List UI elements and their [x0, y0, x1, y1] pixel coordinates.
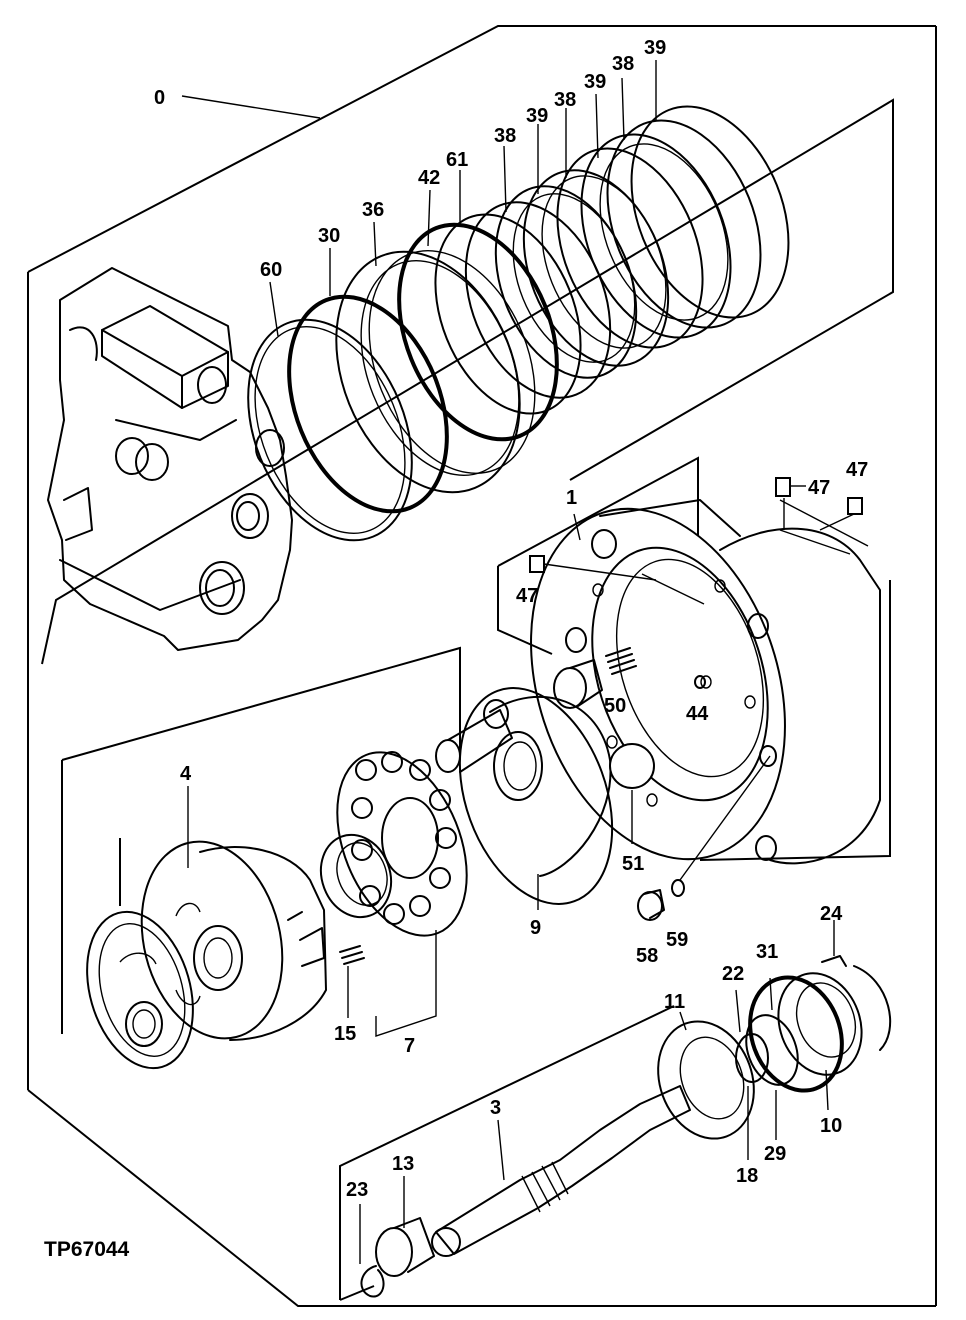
callout-3: 3 [490, 1097, 501, 1119]
callout-60: 60 [260, 259, 282, 281]
ring-61 [434, 213, 582, 415]
leader-58-59 [679, 755, 771, 881]
callout-36: 36 [362, 199, 384, 221]
plug-58 [637, 889, 665, 921]
o-ring-30 [287, 294, 449, 514]
spring-15 [339, 945, 365, 965]
callout-1: 1 [566, 487, 577, 509]
callout-42: 42 [418, 167, 440, 189]
spherical-bush [319, 833, 393, 919]
callout-38: 38 [494, 125, 516, 147]
shaft-3 [431, 1085, 691, 1257]
figure-id: TP67044 [44, 1238, 130, 1261]
leader-0 [181, 95, 321, 119]
callout-47: 47 [808, 477, 830, 499]
callout-29: 29 [764, 1143, 786, 1165]
seal-group [735, 955, 892, 1093]
disc-stack-frame [41, 98, 894, 665]
callout-9: 9 [530, 917, 541, 939]
o-ring-44 [694, 675, 706, 689]
callout-4: 4 [180, 763, 192, 785]
callout-47: 47 [516, 585, 538, 607]
bush-13 [375, 1217, 435, 1277]
piston-50 [553, 647, 637, 709]
callout-0: 0 [154, 87, 165, 109]
bearing-11 [657, 1020, 755, 1140]
callout-39: 39 [526, 105, 548, 127]
callout-labels: 0 39 38 39 38 39 38 61 42 36 30 60 1 47 … [154, 37, 868, 1201]
callout-61: 61 [446, 149, 468, 171]
callout-39: 39 [644, 37, 666, 59]
seal-leaders [497, 920, 835, 1181]
assembly-frame [27, 25, 937, 1307]
disc-plates [464, 105, 790, 399]
callout-38: 38 [612, 53, 634, 75]
cylinder-block-4 [140, 840, 327, 1041]
ring-60 [247, 318, 413, 542]
callout-31: 31 [756, 941, 778, 963]
o-ring-42 [397, 222, 559, 442]
housing [47, 267, 293, 651]
callout-23: 23 [346, 1179, 368, 1201]
shaft-frame [339, 1005, 675, 1301]
o-ring-59 [671, 879, 685, 897]
snap-ring-23 [360, 1265, 385, 1298]
callout-10: 10 [820, 1115, 842, 1137]
callout-51: 51 [622, 853, 644, 875]
callout-11: 11 [664, 991, 685, 1013]
callout-15: 15 [334, 1023, 356, 1045]
callout-58: 58 [636, 945, 658, 967]
callout-47: 47 [846, 459, 868, 481]
callout-44: 44 [686, 703, 709, 725]
callout-22: 22 [722, 963, 744, 985]
callout-59: 59 [666, 929, 688, 951]
motor-case-1 [530, 499, 881, 865]
callout-39: 39 [584, 71, 606, 93]
callout-13: 13 [392, 1153, 414, 1175]
callout-24: 24 [820, 903, 843, 925]
cylinder-frame [61, 646, 461, 1034]
ball-51 [609, 743, 655, 789]
lower-leaders [187, 513, 633, 1037]
callout-50: 50 [604, 695, 626, 717]
callout-18: 18 [736, 1165, 758, 1187]
plugs-47 [529, 477, 863, 581]
retainer-plate-7 [336, 751, 468, 937]
callout-38: 38 [554, 89, 576, 111]
callout-7: 7 [404, 1035, 415, 1057]
callout-30: 30 [318, 225, 340, 247]
ring-leaders [269, 60, 657, 337]
valve-plate [86, 910, 194, 1070]
